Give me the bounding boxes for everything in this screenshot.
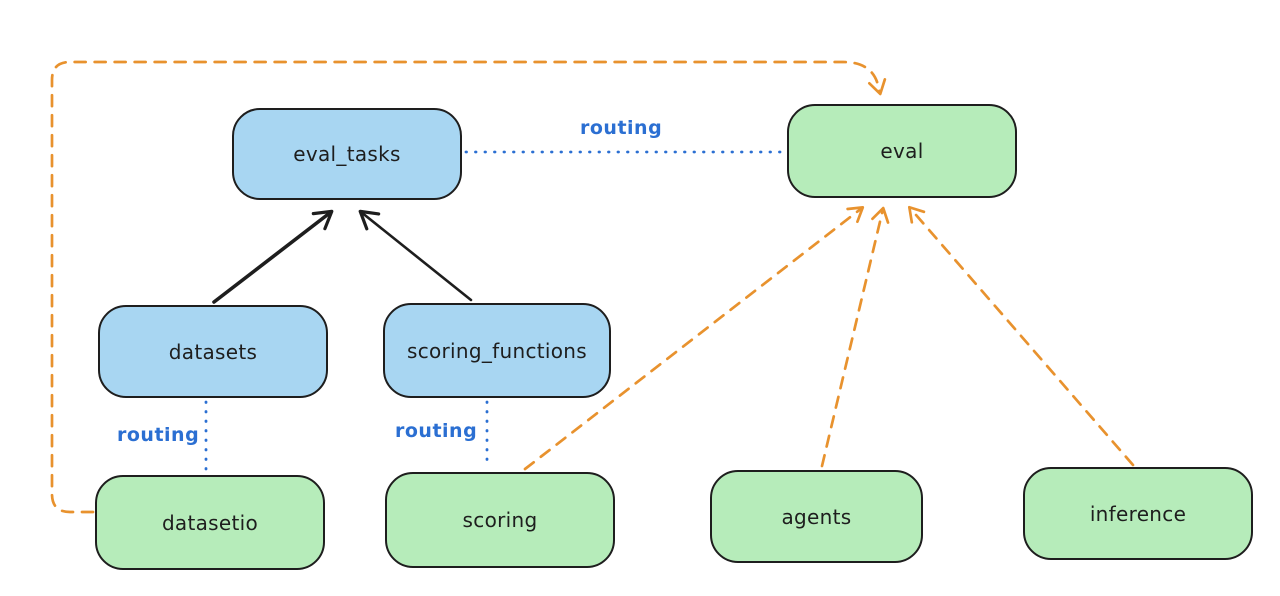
node-inference[interactable]: inference (1023, 467, 1253, 560)
node-scoring[interactable]: scoring (385, 472, 615, 568)
edge-inference-to-eval (907, 205, 1135, 467)
node-datasets-label: datasets (168, 339, 258, 364)
routing-label-datasets-datasetio: routing (117, 424, 200, 446)
node-datasetio-label: datasetio (161, 510, 259, 535)
node-agents[interactable]: agents (710, 470, 923, 563)
edge-datasetio-to-eval-loop (50, 60, 887, 514)
node-eval[interactable]: eval (787, 104, 1017, 198)
edge-agents-to-eval (820, 206, 890, 468)
node-datasetio[interactable]: datasetio (95, 475, 325, 570)
routing-label-scoring-functions-scoring: routing (395, 420, 478, 442)
node-scoring-label: scoring (462, 508, 538, 532)
node-inference-label: inference (1089, 501, 1187, 526)
node-agents-label: agents (781, 504, 852, 529)
edge-datasets-to-eval-tasks (212, 209, 334, 304)
edge-scoring-functions-to-eval-tasks (358, 209, 473, 302)
edge-scoring-to-eval (523, 206, 865, 471)
node-eval-tasks-label: eval_tasks (293, 142, 401, 166)
node-scoring-functions-label: scoring_functions (406, 338, 588, 363)
node-eval-tasks[interactable]: eval_tasks (232, 108, 462, 200)
node-scoring-functions[interactable]: scoring_functions (383, 303, 611, 398)
node-datasets[interactable]: datasets (98, 305, 328, 398)
node-eval-label: eval (880, 139, 924, 163)
routing-label-eval-tasks-eval: routing (580, 117, 663, 139)
